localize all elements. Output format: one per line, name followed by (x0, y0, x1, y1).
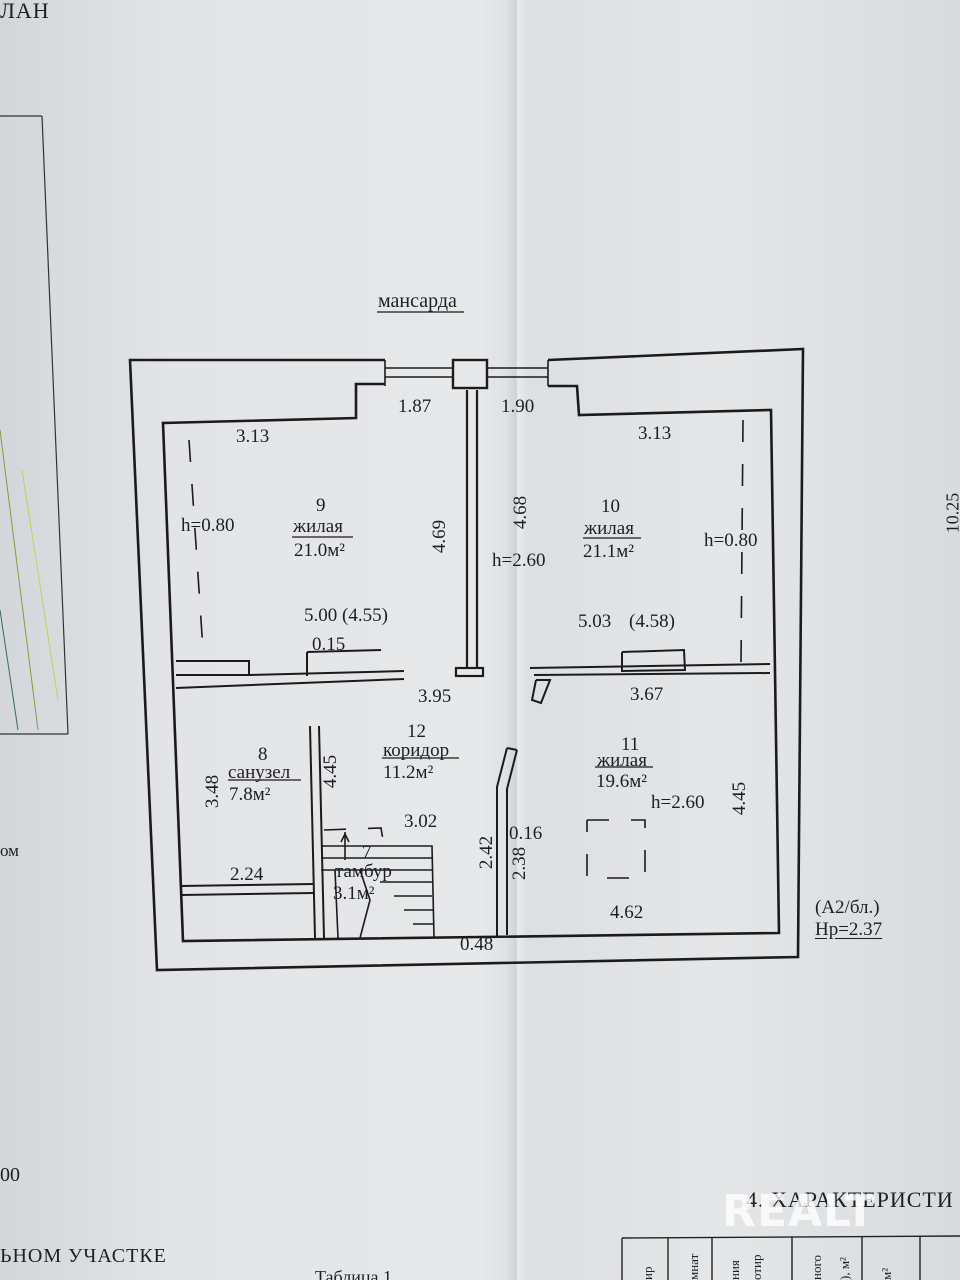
dim-367: 3.67 (630, 684, 664, 705)
dim-469: 4.69 (429, 519, 451, 554)
right-side-fragment: 10.25 (942, 492, 960, 534)
dim-503: 5.03 (578, 611, 612, 632)
underlines (228, 311, 653, 781)
room-10-number: 10 (601, 496, 620, 517)
room-8-area: 7.8м² (229, 784, 271, 805)
dim-242: 2.42 (476, 835, 498, 870)
dim-302: 3.02 (404, 811, 438, 832)
room-11-name: жилая (597, 750, 647, 771)
bottom-left-number: 00 (0, 1164, 20, 1186)
plan-heading-fragment: ЛАН (0, 0, 50, 23)
dim-468: 4.68 (510, 495, 532, 530)
left-side-fragment: ом (0, 841, 19, 860)
table-header-1: ир (640, 1266, 655, 1280)
table-header-3: ния (727, 1260, 742, 1280)
dim-395: 3.95 (418, 686, 452, 707)
table-header-5: ного (809, 1255, 824, 1280)
room-9-name: жилая (293, 516, 343, 537)
dim-500: 5.00 (4.55) (304, 605, 388, 626)
dim-462: 4.62 (610, 902, 644, 923)
dim-015: 0.15 (312, 634, 346, 655)
dim-313-right: 3.13 (638, 423, 672, 444)
room-11-number: 11 (621, 734, 640, 755)
paper-fold (506, 0, 528, 1280)
room-10-height: h=0.80 (704, 530, 758, 551)
stair (321, 832, 435, 939)
dim-224: 2.24 (230, 864, 264, 885)
dim-238: 2.38 (509, 846, 531, 881)
dim-048: 0.48 (460, 934, 494, 955)
table-header-2: мнат (686, 1253, 701, 1280)
dim-445-left: 4.45 (320, 754, 342, 789)
dim-445-right: 4.45 (729, 781, 751, 816)
central-partition (454, 390, 485, 678)
room-walls (175, 648, 771, 939)
room-7-number: 7 (362, 842, 372, 863)
characteristics-heading: 4. ХАРАКТЕРИСТИ (746, 1187, 954, 1212)
room-12-name: коридор (383, 740, 450, 761)
room-10-name: жилая (584, 518, 634, 539)
room-10-area: 21.1м² (583, 541, 634, 562)
room-9-height: h=0.80 (181, 515, 235, 536)
table-header-7: м² (879, 1267, 894, 1280)
room-7-area: 3.1м² (333, 883, 375, 904)
table-header-6: ), м² (837, 1257, 852, 1280)
floor-title: мансарда (378, 290, 457, 312)
dashed-lines (188, 419, 744, 879)
table-caption: Таблица 1 (315, 1267, 392, 1280)
dim-458: (4.58) (629, 611, 675, 632)
room-11-height: h=2.60 (651, 792, 705, 813)
dim-window-right: 1.90 (501, 396, 535, 417)
left-fragment-frame (0, 115, 69, 735)
room-9-number: 9 (316, 495, 326, 516)
dim-348: 3.48 (202, 774, 224, 809)
left-fragment-color-lines (0, 429, 59, 731)
room-9-area: 21.0м² (294, 540, 345, 561)
watermark-logo: REALT (722, 1186, 876, 1237)
room-12-number: 12 (407, 721, 426, 742)
dim-313-left: 3.13 (236, 426, 270, 447)
top-window (384, 358, 549, 390)
right-table-lines (621, 1235, 960, 1280)
room-11-area: 19.6м² (596, 771, 647, 792)
room-8-name: санузел (228, 762, 291, 783)
room-7-name: тамбур (335, 861, 392, 882)
legend-height: Нр=2.37 (815, 919, 883, 940)
outer-walls (128, 347, 805, 972)
room-12-area: 11.2м² (383, 762, 434, 783)
dim-window-left: 1.87 (398, 396, 432, 417)
legend-class: (А2/бл.) (815, 897, 880, 918)
table-header-4: отир (749, 1254, 764, 1280)
center-height: h=2.60 (492, 550, 546, 571)
bottom-left-heading: ЬНОМ УЧАСТКЕ (0, 1245, 167, 1267)
room-8-number: 8 (258, 744, 268, 765)
dim-016: 0.16 (509, 823, 543, 844)
